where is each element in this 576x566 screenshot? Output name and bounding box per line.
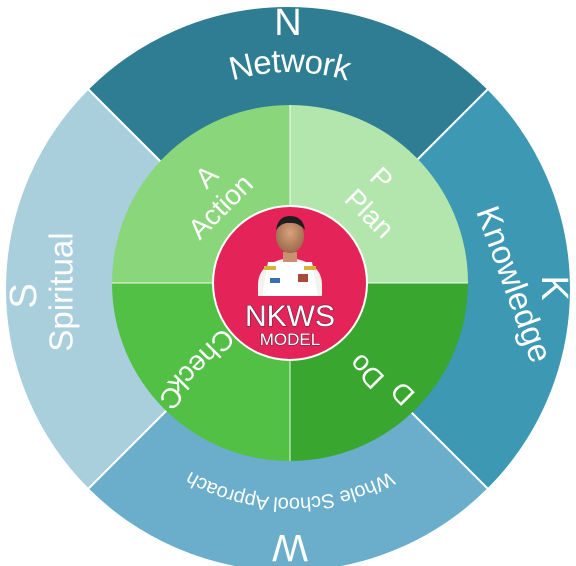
portrait-image [258, 216, 322, 296]
letter-s: S [3, 283, 45, 308]
letter-w: W [272, 526, 308, 566]
letter-k: K [533, 275, 575, 300]
letter-n: N [274, 2, 301, 44]
outer-ring [4, 5, 572, 566]
center-title: NKWS [245, 300, 335, 333]
center-badge: NKWS MODEL [212, 205, 368, 361]
center-subtitle: MODEL [260, 330, 320, 349]
label-spiritual: Spiritual [43, 232, 80, 351]
